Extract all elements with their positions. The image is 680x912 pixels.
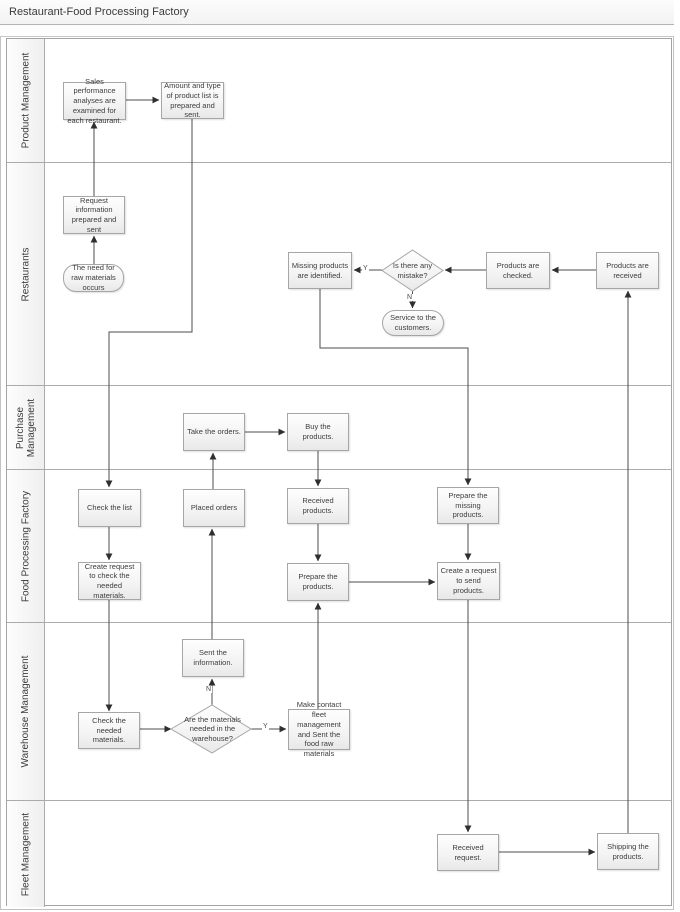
lane-label: Warehouse Management xyxy=(20,655,31,768)
lane-warehouse-management: Warehouse Management xyxy=(7,623,671,801)
lane-food-processing-factory: Food Processing Factory xyxy=(7,470,671,623)
node-amount-type[interactable]: Amount and type of product list is prepa… xyxy=(161,81,224,119)
lane-label: Food Processing Factory xyxy=(20,490,31,602)
edge-label-warehouse-yes: Y xyxy=(262,723,269,730)
lane-header-purchase-management[interactable]: Purchase Management xyxy=(7,386,45,469)
node-sales-analysis[interactable]: Sales performance analyses are examined … xyxy=(63,77,126,125)
diagram-header-strip xyxy=(0,25,674,37)
node-placed-orders[interactable]: Placed orders xyxy=(183,489,245,527)
node-missing-products[interactable]: Missing products are identified. xyxy=(288,252,352,289)
lane-label: Fleet Management xyxy=(20,812,31,896)
lane-header-food-processing-factory[interactable]: Food Processing Factory xyxy=(7,470,45,622)
diagram-title-bar: Restaurant-Food Processing Factory xyxy=(0,0,674,25)
swimlane-container: Product Management Restaurants Purchase … xyxy=(6,38,672,907)
node-contact-fleet[interactable]: Make contact fleet management and Sent t… xyxy=(288,700,350,758)
lane-header-fleet-management[interactable]: Fleet Management xyxy=(7,801,45,907)
edge-label-mistake-yes: Y xyxy=(362,265,369,272)
node-shipping-products[interactable]: Shipping the products. xyxy=(597,833,659,870)
node-create-request-send[interactable]: Create a request to send products. xyxy=(437,562,500,600)
edge-label-warehouse-no: N xyxy=(205,686,213,693)
node-request-info[interactable]: Request information prepared and sent xyxy=(63,196,125,234)
node-prepare-products[interactable]: Prepare the products. xyxy=(287,563,349,601)
lane-label: Product Management xyxy=(20,52,31,149)
node-products-checked[interactable]: Products are checked. xyxy=(486,252,550,289)
node-products-received[interactable]: Products are received xyxy=(596,252,659,289)
node-sent-information[interactable]: Sent the information. xyxy=(182,639,244,677)
diagram-title: Restaurant-Food Processing Factory xyxy=(9,6,189,18)
lane-header-product-management[interactable]: Product Management xyxy=(7,39,45,162)
node-create-request-check[interactable]: Create request to check the needed mater… xyxy=(78,562,141,600)
lane-label: Purchase Management xyxy=(14,398,37,457)
terminal-service-customers[interactable]: Service to the customers. xyxy=(382,310,444,336)
lane-label: Restaurants xyxy=(20,247,31,301)
node-received-request[interactable]: Received request. xyxy=(437,834,499,871)
decision-warehouse-label[interactable]: Are the materials needed in the warehous… xyxy=(184,714,241,743)
node-received-products[interactable]: Received products. xyxy=(287,488,349,524)
decision-mistake-label[interactable]: Is there any mistake? xyxy=(392,261,433,280)
lane-header-warehouse-management[interactable]: Warehouse Management xyxy=(7,623,45,800)
lane-restaurants: Restaurants xyxy=(7,163,671,386)
node-prepare-missing[interactable]: Prepare the missing products. xyxy=(437,487,499,524)
node-buy-products[interactable]: Buy the products. xyxy=(287,413,349,451)
node-take-orders[interactable]: Take the orders. xyxy=(183,413,245,451)
lane-header-restaurants[interactable]: Restaurants xyxy=(7,163,45,385)
lane-fleet-management: Fleet Management xyxy=(7,801,671,907)
lane-product-management: Product Management xyxy=(7,39,671,163)
edge-label-mistake-no: N xyxy=(406,294,414,301)
node-check-list[interactable]: Check the list xyxy=(78,489,141,527)
terminal-need-raw[interactable]: The need for raw materials occurs xyxy=(63,263,124,292)
node-check-needed-materials[interactable]: Check the needed materials. xyxy=(78,712,140,749)
